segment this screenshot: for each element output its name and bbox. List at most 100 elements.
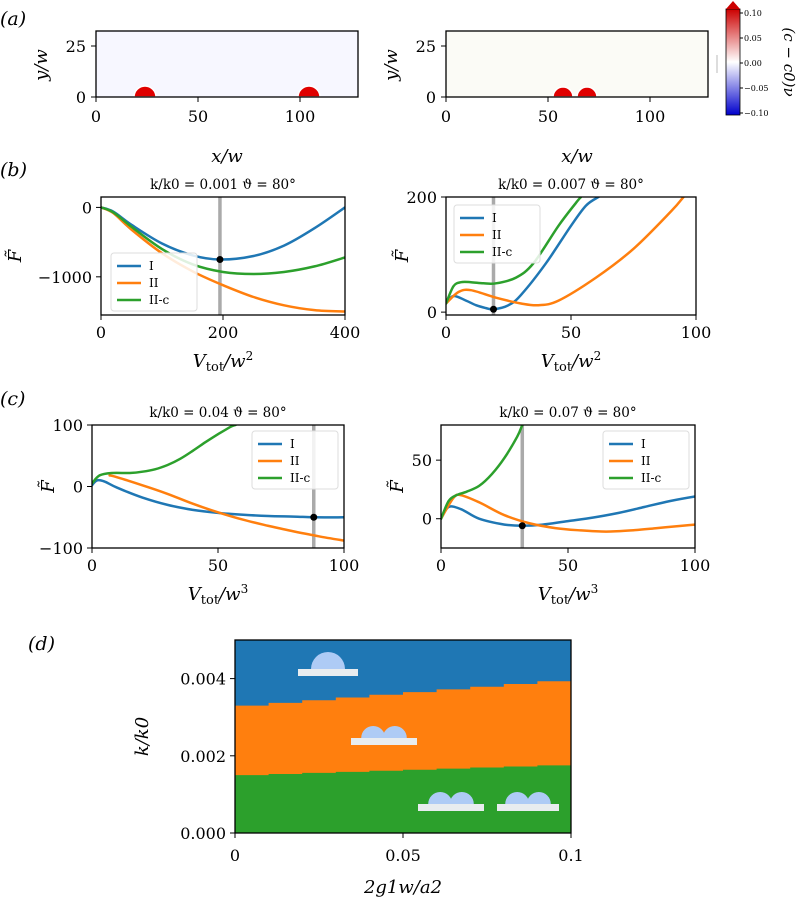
- legend-box: [251, 430, 339, 490]
- y-tick-label: 0.000: [180, 824, 226, 843]
- panel-label-b: (b): [0, 159, 27, 181]
- x-tick-label: 0: [436, 556, 446, 575]
- droplet: [297, 85, 321, 97]
- depletion-halo-merged: [493, 32, 663, 97]
- chart-title: k/k0 = 0.04 ϑ = 80°: [149, 405, 286, 421]
- series-line-ii: [108, 474, 344, 542]
- axes-a-right: 0 50 100 0 25 x/w y/w: [381, 37, 718, 167]
- plot-area: [441, 425, 695, 548]
- y-tick-label: 0.002: [180, 747, 226, 766]
- x-tick-label: 0: [91, 107, 101, 126]
- y-tick-label: 0.004: [180, 670, 226, 689]
- droplet-schematic-icon: [351, 726, 417, 745]
- y-tick-label: 100: [52, 416, 83, 435]
- series-line-ii-c: [441, 425, 524, 520]
- y-tick-label: 25: [66, 37, 86, 56]
- legend-entry: II: [290, 454, 300, 468]
- substrate: [418, 804, 484, 811]
- y-tick-label: 200: [406, 188, 437, 207]
- chart-title: k/k0 = 0.007 ϑ = 80°: [498, 177, 644, 193]
- series-line-ii-c: [92, 425, 237, 485]
- y-tick-label: 25: [416, 37, 436, 56]
- y-axis-label: y/w: [381, 49, 402, 82]
- droplet-cap: [361, 726, 386, 738]
- series-line-ii: [441, 493, 695, 533]
- x-tick-label: 50: [188, 107, 208, 126]
- x-tick-label: 0.05: [385, 846, 421, 865]
- x-tick-label: 100: [285, 107, 316, 126]
- x-axis-label: Vtot/w2: [193, 349, 253, 375]
- series-line-i: [92, 478, 344, 519]
- minimum-marker-dot: [310, 513, 318, 521]
- legend-entry: II-c: [290, 471, 311, 485]
- droplet-schematic-icon: [418, 792, 484, 811]
- x-tick-label: 0: [96, 323, 106, 342]
- y-axis-label: y/w: [31, 49, 52, 82]
- depletion-halo-right: [247, 35, 358, 97]
- minimum-marker-dot: [518, 522, 526, 530]
- x-tick-label: 0: [441, 323, 451, 342]
- x-axis-label: Vtot/w3: [188, 582, 248, 608]
- series-line-ii-c: [101, 206, 345, 276]
- x-axis-label: Vtot/w3: [538, 582, 598, 608]
- y-axis-label: F̃: [4, 248, 26, 263]
- heatmap-a-right: [445, 30, 709, 98]
- legend-entry: II-c: [641, 471, 662, 485]
- x-tick-label: 50: [561, 323, 581, 342]
- legend-entry: II-c: [149, 293, 170, 307]
- x-tick-label: 50: [538, 107, 558, 126]
- x-axis-label: x/w: [211, 146, 243, 167]
- legend-entry: II: [641, 454, 651, 468]
- y-tick-label: 0: [82, 198, 92, 217]
- y-axis-label: F̃: [391, 248, 413, 263]
- x-tick-label: 100: [681, 323, 712, 342]
- x-tick-label: 200: [208, 323, 239, 342]
- colorbar-label: (c − c0)ν: [780, 27, 796, 96]
- phase-region-II-c: [235, 765, 571, 833]
- droplet-cap: [311, 652, 345, 669]
- x-axis-label: Vtot/w2: [541, 349, 601, 375]
- panel-label-c: (c): [0, 388, 25, 410]
- legend-box: [453, 204, 541, 264]
- chart-title: k/k0 = 0.001 ϑ = 80°: [150, 177, 296, 193]
- droplet-cap: [526, 792, 551, 804]
- x-tick-label: 100: [329, 556, 360, 575]
- substrate: [351, 738, 417, 745]
- substrate: [298, 669, 358, 676]
- y-tick-label: 0: [422, 510, 432, 529]
- panel-label-a: (a): [0, 8, 26, 30]
- droplet-cap: [428, 792, 453, 804]
- x-axis-label: 2g1w/a2: [363, 877, 442, 898]
- colorbar-tick: 0.05: [744, 34, 762, 43]
- series-line-i: [446, 197, 600, 311]
- y-axis-label: k/k0: [132, 717, 153, 756]
- heatmap-a-left: [95, 30, 359, 98]
- legend-entry: I: [492, 211, 497, 225]
- y-axis-label: F̃: [37, 479, 59, 494]
- series-line-ii: [446, 197, 685, 307]
- droplet-cap: [505, 792, 530, 804]
- droplet: [133, 85, 157, 97]
- legend-box: [110, 252, 198, 312]
- droplet: [552, 86, 574, 97]
- series-line-ii-c: [446, 197, 583, 305]
- legend-entry: II-c: [492, 245, 513, 259]
- series-line-ii: [101, 206, 345, 313]
- y-tick-label: −100: [39, 539, 83, 558]
- droplet-cap: [382, 726, 407, 738]
- droplet-cap: [449, 792, 474, 804]
- panel-label-d: (d): [28, 633, 55, 655]
- minimum-marker-dot: [216, 255, 224, 263]
- x-tick-label: 100: [635, 107, 666, 126]
- legend-entry: I: [149, 259, 154, 273]
- colorbar: 0.10 0.05 0.00 −0.05 −0.10 (c − c0)ν: [725, 1, 796, 118]
- colorbar-tick: −0.10: [744, 109, 769, 118]
